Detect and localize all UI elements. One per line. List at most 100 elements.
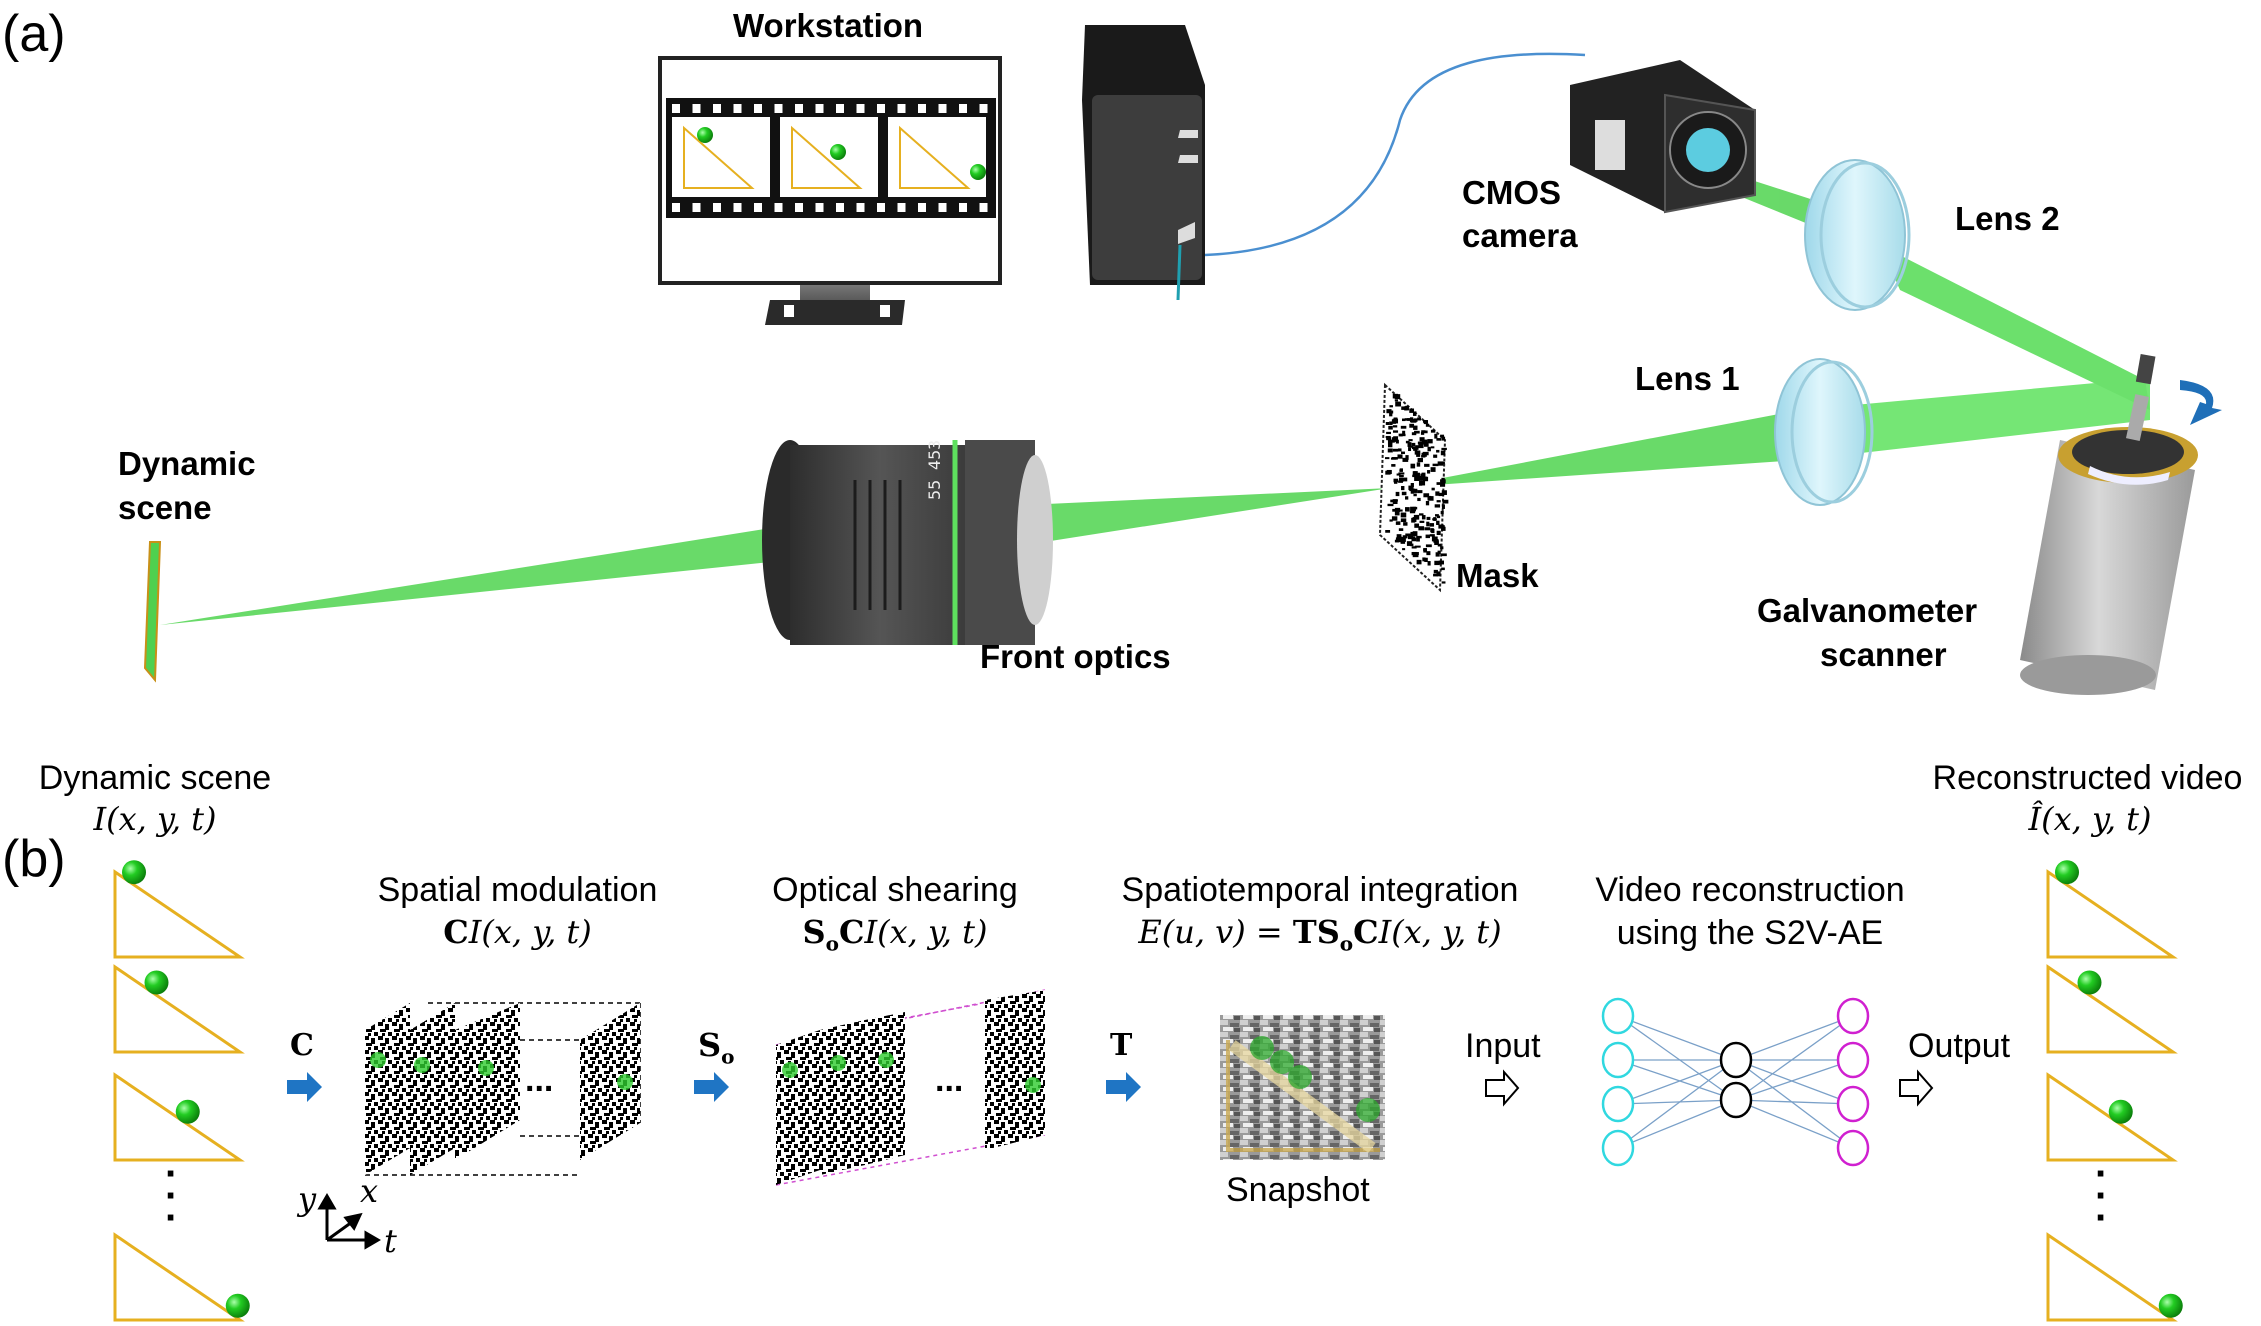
mask-pixel xyxy=(1414,476,1420,481)
mask-pixel xyxy=(1426,521,1430,527)
mask-pixel xyxy=(1385,457,1390,460)
ball xyxy=(175,1099,200,1124)
mask-pixel xyxy=(1402,548,1406,551)
video-reconstruction-title-line1: Video reconstruction xyxy=(1595,871,1905,909)
mask-pixel xyxy=(1441,504,1445,509)
mask-pixel xyxy=(1431,528,1435,534)
sheared-datacube xyxy=(775,989,1046,1186)
mask-pixel xyxy=(1412,411,1417,416)
output-vertical-ellipsis: ··· xyxy=(2095,1152,2109,1240)
mask-pixel xyxy=(1399,469,1403,472)
mask-pixel xyxy=(1409,408,1415,413)
mask-pixel xyxy=(1414,430,1420,434)
dynamic-scene-title: Dynamic scene xyxy=(38,759,272,797)
mask-pixel xyxy=(1411,490,1418,493)
hidden-node xyxy=(1719,1041,1753,1079)
mask-pixel xyxy=(1426,516,1431,520)
mask-pixel xyxy=(1411,432,1417,436)
mask-pixel xyxy=(1407,442,1412,447)
mask-pixel xyxy=(1401,491,1407,496)
front-optics-lens: 55 45 3 xyxy=(762,440,1053,645)
lens-1 xyxy=(1774,358,1874,506)
mask-pixel xyxy=(1418,526,1425,531)
ball xyxy=(122,860,146,885)
mask-pixel xyxy=(1420,480,1426,486)
mask-pixel xyxy=(1405,405,1409,411)
mask-pixel xyxy=(1397,448,1402,452)
network-edge xyxy=(1735,1059,1854,1149)
mask-pixel xyxy=(1422,476,1429,482)
mask-pixel xyxy=(1436,438,1442,441)
mask-pixel xyxy=(1418,480,1423,486)
mask-pixel xyxy=(1387,439,1392,445)
input-arrow-icon xyxy=(1485,1069,1520,1107)
frame-triangle xyxy=(2046,1232,2178,1322)
mask-pixel xyxy=(1417,490,1423,494)
operator-t-label: T xyxy=(1110,1028,1133,1063)
mask-pixel xyxy=(1411,551,1418,556)
film-hole xyxy=(877,203,885,212)
mask-pixel xyxy=(1434,504,1441,508)
network-edge xyxy=(1735,1015,1854,1101)
film-hole xyxy=(795,203,803,212)
ball xyxy=(2055,860,2079,885)
film-hole xyxy=(672,104,680,113)
mask-pixel xyxy=(1415,552,1419,556)
mask-pixel xyxy=(1433,517,1437,521)
mask-pixel xyxy=(1421,515,1426,520)
workstation-monitor xyxy=(658,56,1002,325)
modulated-datacube xyxy=(365,1002,641,1176)
film-hole xyxy=(897,203,906,212)
mask-pixel xyxy=(1386,431,1391,435)
mask-pixel xyxy=(1412,506,1418,510)
mask-pixel xyxy=(1423,493,1430,498)
network-edge xyxy=(1617,1015,1737,1061)
panel-a-label: (a) xyxy=(2,5,66,63)
mask-pixel xyxy=(1396,534,1402,539)
axis-t-label: t xyxy=(384,1222,397,1260)
input-node xyxy=(1601,1129,1635,1167)
network-edge xyxy=(1617,1099,1737,1105)
mask-pixel xyxy=(1410,489,1414,494)
mask-pixel xyxy=(1395,521,1401,525)
output-frames xyxy=(2046,860,2183,1322)
mask-pixel xyxy=(1421,476,1428,479)
mask-pixel xyxy=(1437,461,1444,466)
optical-shearing-formula: SoCI(x, y, t) xyxy=(802,913,988,956)
mask-pixel xyxy=(1440,479,1446,484)
mask-pixel xyxy=(1393,436,1399,441)
mask-pixel xyxy=(1436,571,1441,577)
mask-pixel xyxy=(1431,536,1438,542)
mask-pixel xyxy=(1387,448,1393,453)
frame-triangle xyxy=(113,869,245,959)
mask-pixel xyxy=(1411,442,1416,447)
mask-pixel xyxy=(1412,554,1419,558)
network-edge xyxy=(1735,1099,1854,1105)
mask-pixel xyxy=(1389,405,1393,408)
mask-pixel xyxy=(1433,569,1438,574)
mask-pixel xyxy=(1416,537,1420,542)
network-edge xyxy=(1735,1059,1854,1105)
lens-2-label: Lens 2 xyxy=(1955,200,2060,237)
mask-pixel xyxy=(1430,446,1435,449)
mask-pixel xyxy=(1416,559,1422,565)
snapshot-label: Snapshot xyxy=(1226,1171,1370,1209)
mask-pixel xyxy=(1392,448,1399,452)
network-edge xyxy=(1617,1059,1737,1149)
mask-pixel xyxy=(1417,497,1421,502)
film-hole xyxy=(897,104,906,113)
mask-pixel xyxy=(1417,417,1422,421)
mask-pixel xyxy=(1403,522,1408,526)
xyt-axes xyxy=(317,1193,381,1250)
mask-pixel xyxy=(1410,531,1415,536)
operator-c: C xyxy=(443,913,469,951)
reconstructed-video-formula: Î(x, y, t) xyxy=(2028,800,2152,838)
mask-pixel xyxy=(1437,543,1442,547)
input-node xyxy=(1601,1085,1635,1123)
mask-pixel xyxy=(1432,463,1439,467)
dynamic-scene-formula: I(x, y, t) xyxy=(93,800,217,838)
mask-pixel xyxy=(1416,454,1421,457)
mask-pixel xyxy=(1394,507,1401,512)
network-edge xyxy=(1617,1059,1737,1105)
mask-pixel xyxy=(1423,443,1429,447)
